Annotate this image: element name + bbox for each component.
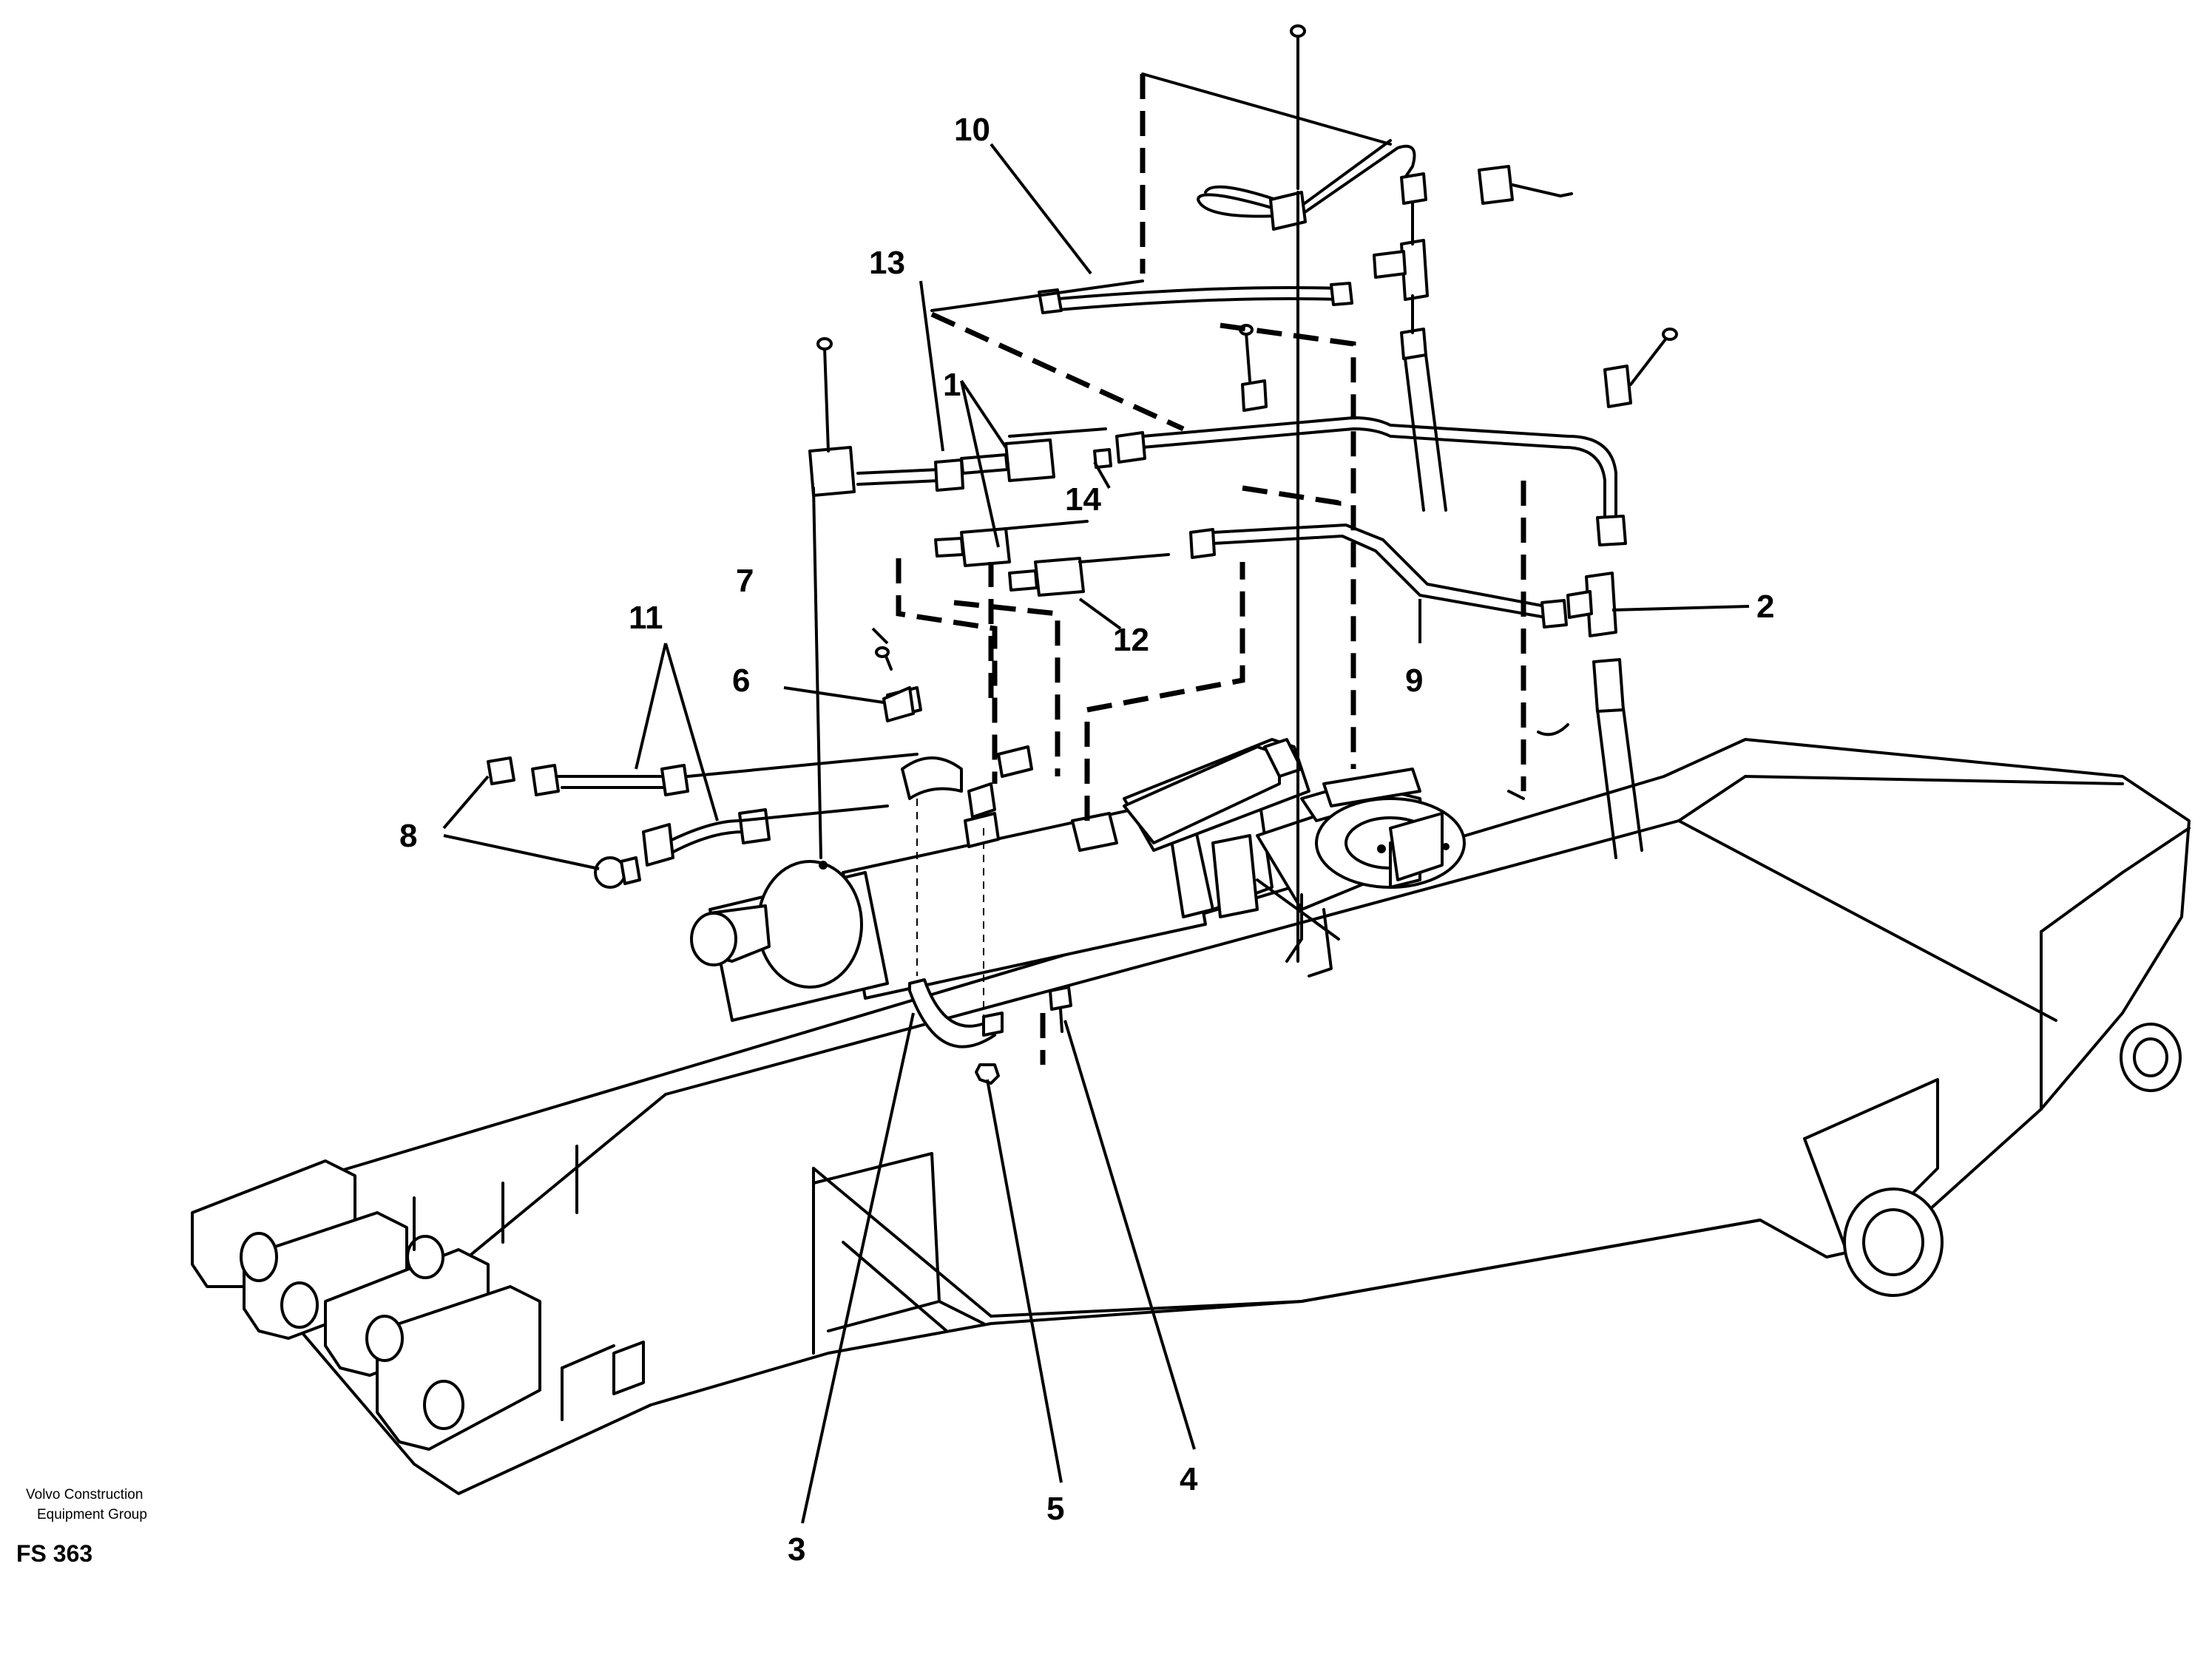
- callout-labels: 1 2 3 4 5 6 7 8 9 10 11 12 13 14: [399, 112, 1774, 1568]
- assembly-indicator-lines: [686, 72, 1569, 1065]
- callout-10: 10: [954, 112, 990, 148]
- callout-13: 13: [869, 245, 905, 281]
- callout-4: 4: [1180, 1461, 1198, 1497]
- valve-mounting-bracket: [1071, 738, 1466, 978]
- hydraulic-lines: [487, 24, 1678, 963]
- callout-9: 9: [1405, 663, 1423, 699]
- callout-3: 3: [788, 1531, 805, 1568]
- figure-code: FS 363: [16, 1540, 92, 1567]
- callout-7: 7: [736, 563, 754, 599]
- publisher-line-1: Volvo Construction: [26, 1487, 143, 1503]
- boom-arm: [191, 738, 2191, 1495]
- callout-2: 2: [1756, 589, 1774, 625]
- callout-8: 8: [399, 818, 417, 854]
- pipe-clamps: [875, 646, 1072, 1085]
- callout-12: 12: [1113, 622, 1149, 658]
- boom-cylinder: [690, 782, 1274, 1022]
- publisher-line-2: Equipment Group: [37, 1507, 147, 1522]
- figure-footer: Volvo Construction Equipment Group FS 36…: [16, 1487, 147, 1567]
- callout-leaders: [442, 143, 1750, 1524]
- callout-11: 11: [629, 600, 663, 636]
- callout-14: 14: [1065, 481, 1101, 518]
- callout-6: 6: [732, 663, 750, 699]
- callout-1: 1: [943, 367, 961, 403]
- callout-5: 5: [1046, 1491, 1064, 1527]
